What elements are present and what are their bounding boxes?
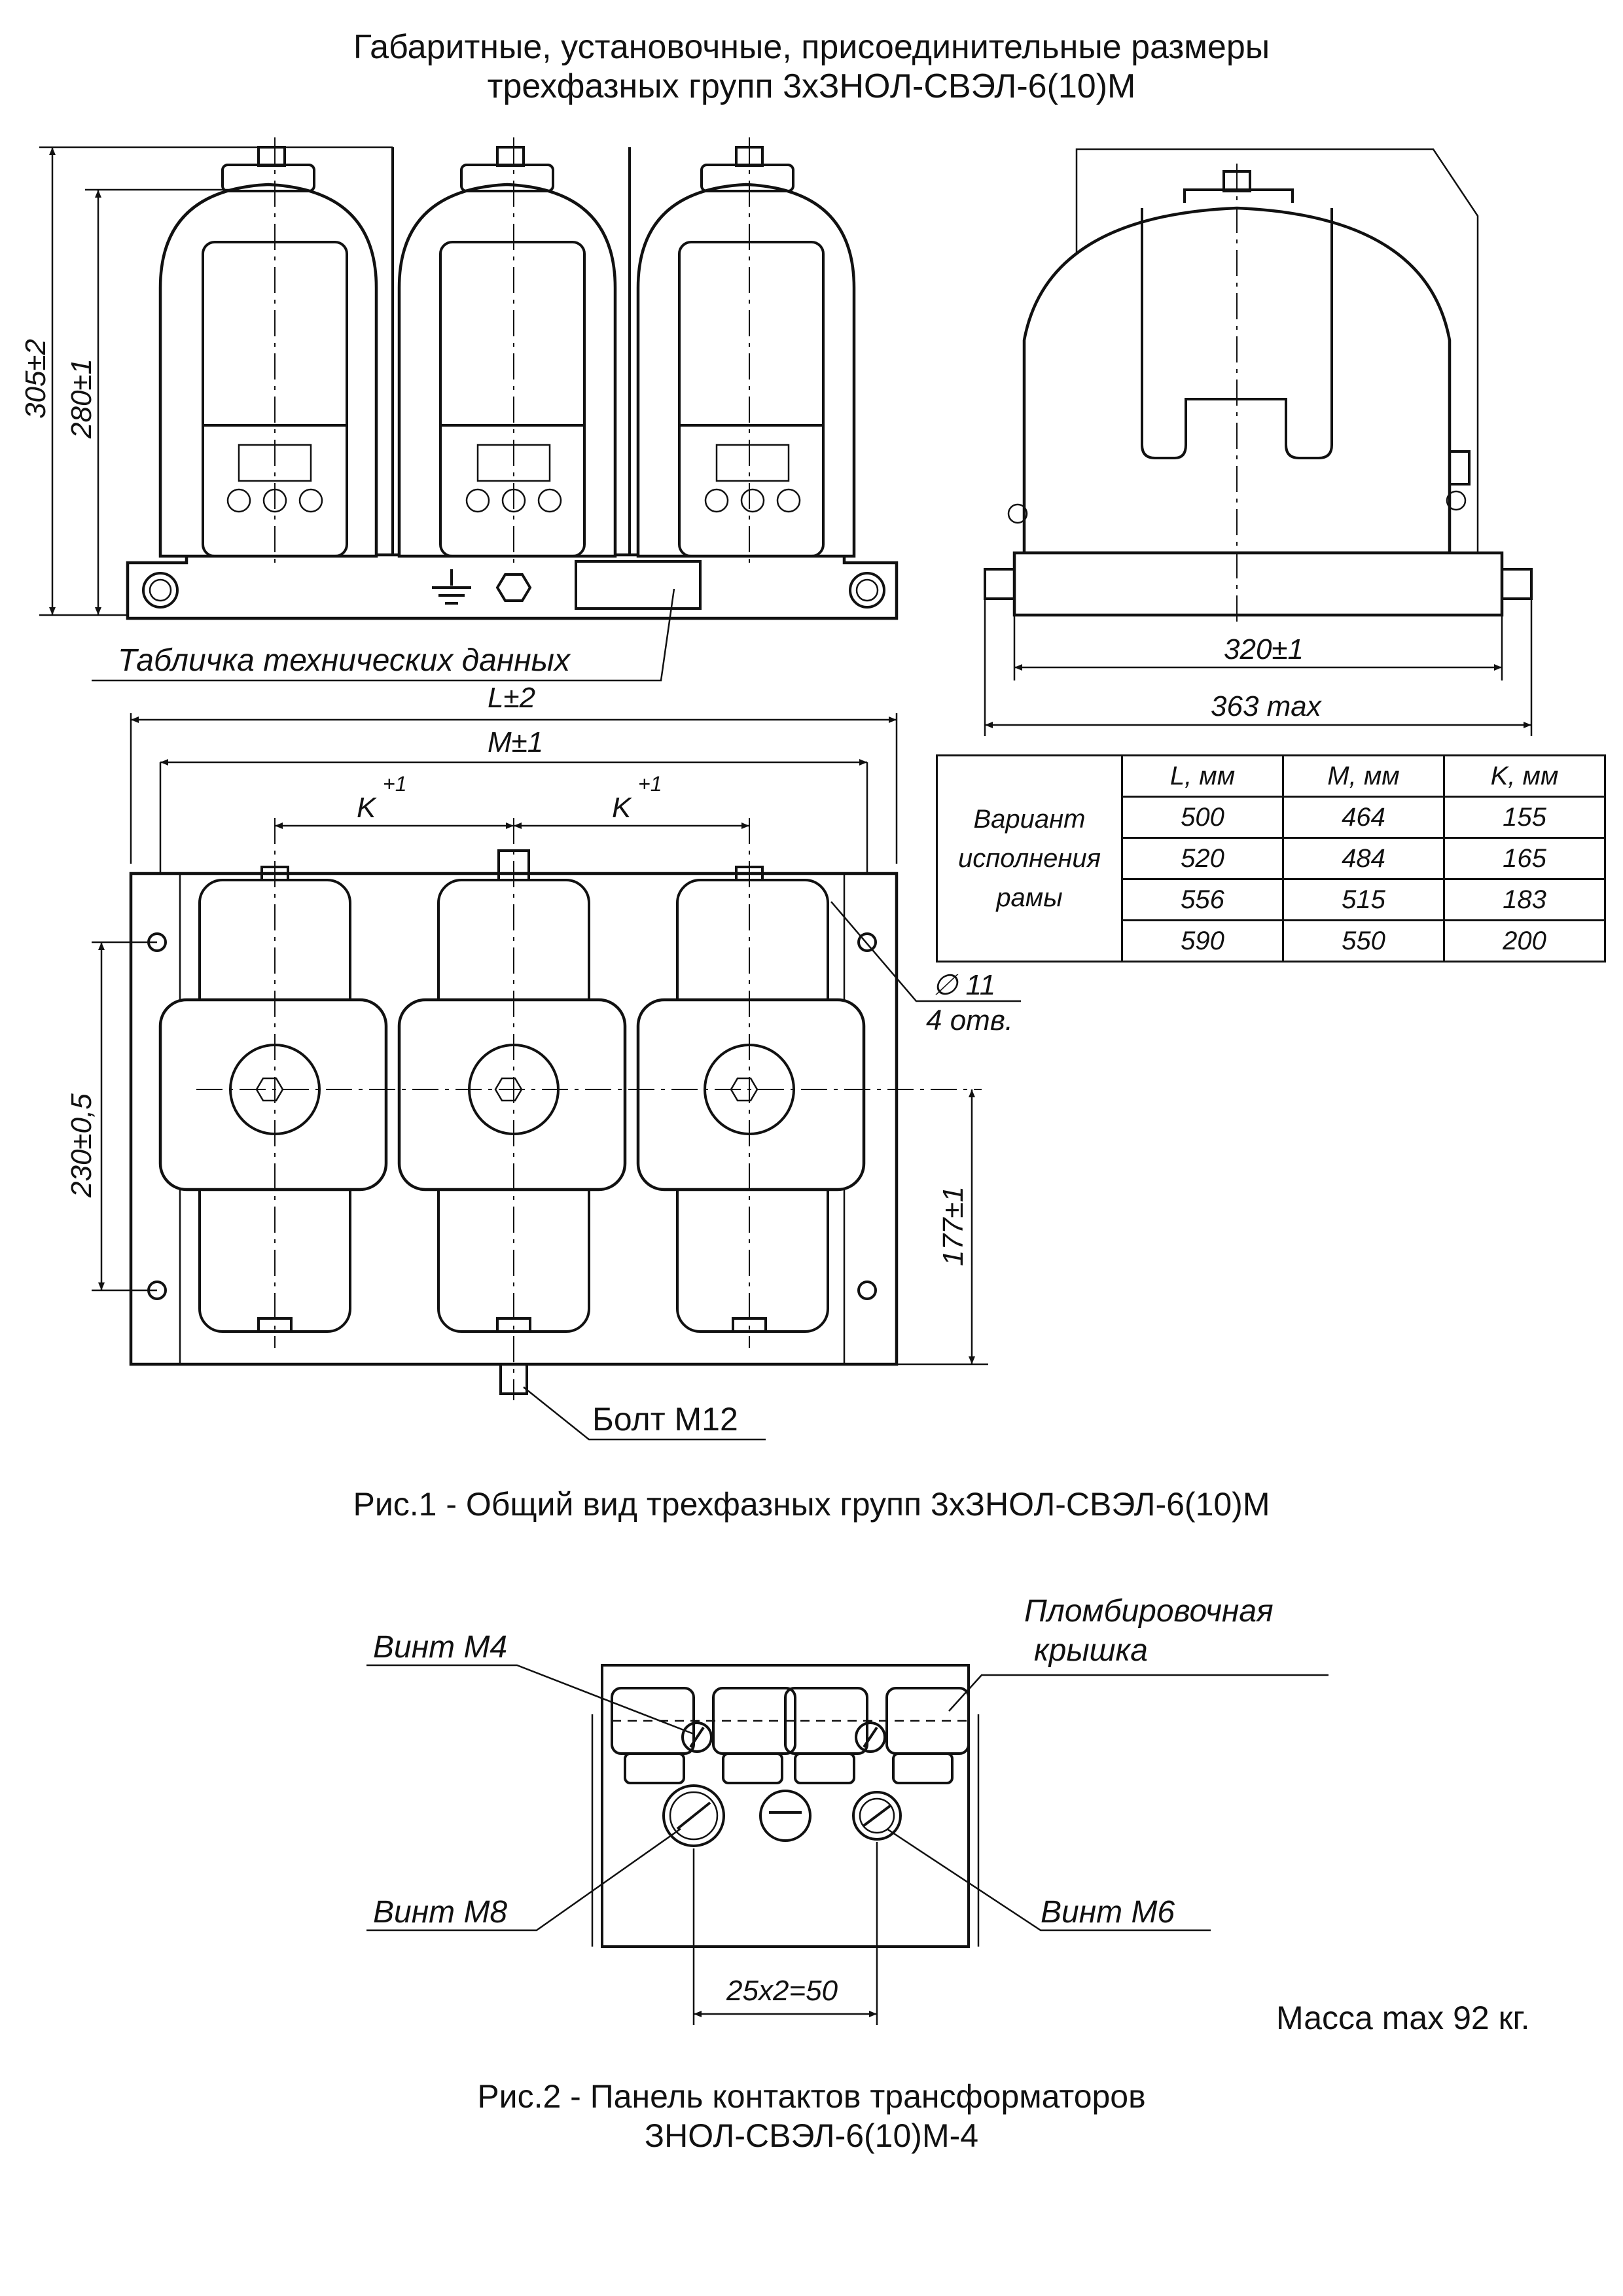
plan-view bbox=[92, 713, 1021, 1441]
frame-variants-table: Вариант исполнения рамы L, мм M, мм K, м… bbox=[936, 754, 1606, 963]
mass-note: Масса max 92 кг. bbox=[1276, 2000, 1530, 2036]
dim-hole-diameter: ∅ 11 bbox=[933, 969, 996, 1001]
label-seal-cover-2: крышка bbox=[1034, 1633, 1148, 1668]
label-seal-cover-1: Пломбировочная bbox=[1024, 1594, 1274, 1629]
title-line-1: Габаритные, установочные, присоединитель… bbox=[353, 28, 1270, 66]
table-col-M: M, мм bbox=[1282, 754, 1445, 798]
dim-pitch: 25x2=50 bbox=[726, 1975, 838, 2007]
front-view bbox=[39, 137, 899, 682]
dim-305: 305±2 bbox=[20, 338, 52, 419]
label-screw-m8: Винт М8 bbox=[373, 1895, 508, 1930]
transformer-plan-2 bbox=[397, 818, 627, 1400]
dim-M: M±1 bbox=[488, 726, 544, 758]
dim-K-1-tolerance: +1 bbox=[383, 772, 407, 796]
table-col-K: K, мм bbox=[1443, 754, 1606, 798]
fig2-caption-line-1: Рис.2 - Панель контактов трансформаторов bbox=[477, 2078, 1146, 2115]
transformer-front-1 bbox=[158, 137, 378, 569]
dim-L: L±2 bbox=[488, 682, 536, 714]
dim-363: 363 max bbox=[1211, 690, 1321, 722]
dim-177: 177±1 bbox=[937, 1186, 969, 1266]
transformer-plan-3 bbox=[636, 818, 866, 1348]
label-screw-m6: Винт М6 bbox=[1041, 1895, 1175, 1930]
dim-230: 230±0,5 bbox=[65, 1093, 98, 1197]
table-col-L: L, мм bbox=[1121, 754, 1284, 798]
label-screw-m4: Винт М4 bbox=[373, 1630, 508, 1665]
fig2-caption-line-2: ЗНОЛ-СВЭЛ-6(10)М-4 bbox=[644, 2117, 979, 2154]
dim-K-2: K bbox=[612, 792, 632, 824]
dim-280: 280±1 bbox=[65, 358, 98, 438]
label-nameplate: Табличка технических данных bbox=[118, 643, 570, 678]
side-view bbox=[984, 148, 1533, 736]
fig1-caption: Рис.1 - Общий вид трехфазных групп 3хЗНО… bbox=[353, 1486, 1270, 1523]
label-bolt-m12: Болт М12 bbox=[592, 1401, 738, 1438]
dim-K-2-tolerance: +1 bbox=[638, 772, 662, 796]
dim-K-1: K bbox=[357, 792, 376, 824]
transformer-front-2 bbox=[397, 137, 617, 569]
contact-panel bbox=[366, 1664, 1329, 2025]
table-row-header: Вариант исполнения рамы bbox=[936, 754, 1123, 963]
dim-hole-count: 4 отв. bbox=[926, 1004, 1014, 1036]
dim-320: 320±1 bbox=[1224, 633, 1304, 665]
transformer-front-3 bbox=[636, 137, 856, 569]
title-line-2: трехфазных групп 3хЗНОЛ-СВЭЛ-6(10)М bbox=[487, 67, 1136, 105]
